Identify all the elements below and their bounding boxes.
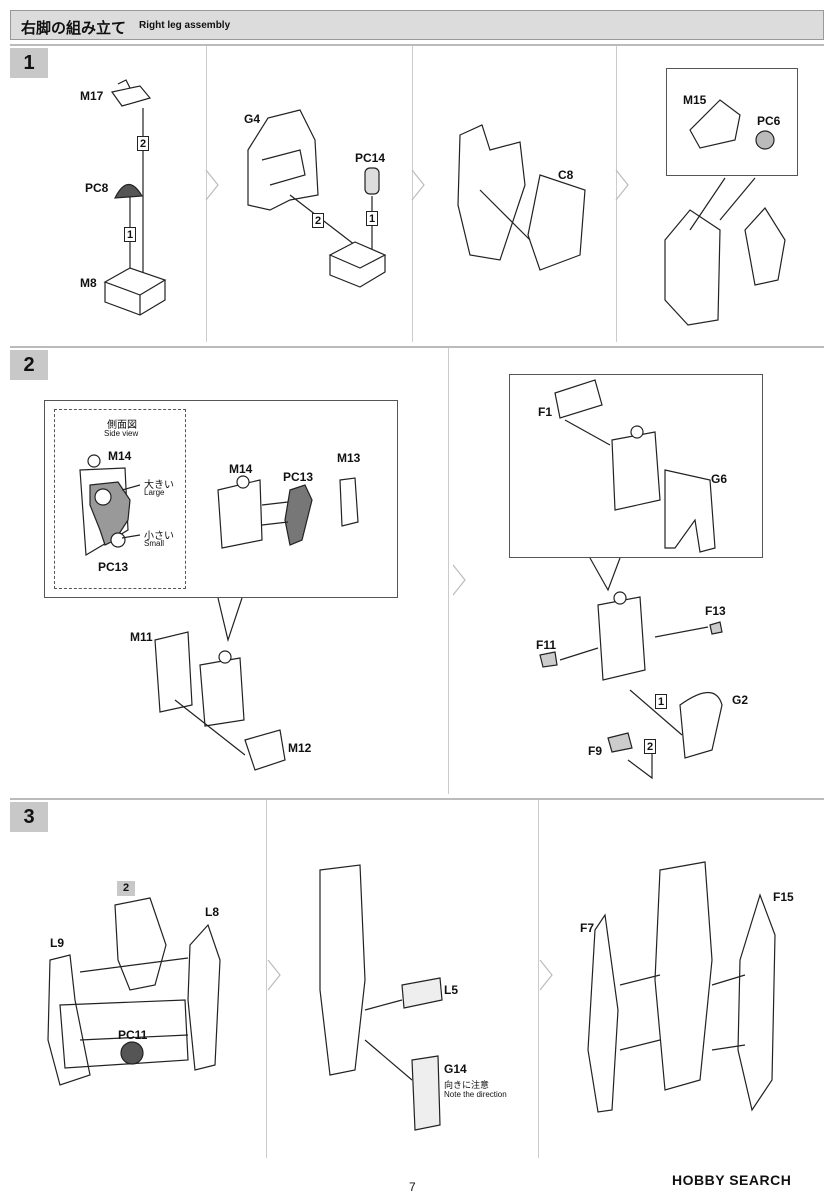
order-number: 1 xyxy=(366,211,378,226)
panel-divider xyxy=(538,800,539,1158)
part-label-pc14: PC14 xyxy=(355,151,386,165)
part-label-m17: M17 xyxy=(80,89,104,103)
direction-note-en: Note the direction xyxy=(444,1090,507,1099)
part-label-f11: F11 xyxy=(536,638,557,652)
detail-callout-box xyxy=(509,374,763,558)
watermark: HOBBY SEARCH xyxy=(672,1172,792,1188)
large-label-jp: 大きい xyxy=(144,480,174,491)
small-label-en: Small xyxy=(144,539,165,548)
part-label-g6: G6 xyxy=(711,472,728,486)
part-label-l8: L8 xyxy=(205,905,220,919)
panel-divider xyxy=(412,46,413,342)
part-label-pc11: PC11 xyxy=(118,1028,148,1042)
side-view-label-en: Side view xyxy=(104,429,139,438)
small-label-jp: 小さい xyxy=(144,531,174,542)
step-1-section: 1 xyxy=(10,44,824,346)
header-title-jp: 右脚の組み立て xyxy=(21,20,127,37)
panel-divider xyxy=(448,348,449,794)
part-label-l9: L9 xyxy=(50,936,65,950)
part-label-f7: F7 xyxy=(580,921,595,935)
part-label-m14: M14 xyxy=(108,449,132,463)
order-number: 1 xyxy=(655,694,667,709)
order-number: 2 xyxy=(312,213,324,228)
part-label-l5: L5 xyxy=(444,983,459,997)
part-label-f15: F15 xyxy=(773,890,794,904)
order-number: 2 xyxy=(644,739,656,754)
step-2-section: 2 xyxy=(10,346,824,798)
panel-divider xyxy=(616,46,617,342)
panel-divider xyxy=(206,46,207,342)
part-label-m15: M15 xyxy=(683,93,707,107)
part-label-pc8: PC8 xyxy=(85,181,109,195)
subassembly-badge: 2 xyxy=(117,881,135,896)
order-number: 2 xyxy=(137,136,149,151)
step-3-section: 3 xyxy=(10,798,824,1162)
side-view-label-jp: 側面図 xyxy=(107,420,137,431)
side-view-box xyxy=(54,409,186,589)
part-label-g4: G4 xyxy=(244,112,261,126)
part-label-pc6: PC6 xyxy=(757,114,781,128)
part-label-g2: G2 xyxy=(732,693,749,707)
part-label-f9: F9 xyxy=(588,744,603,758)
part-label-m14: M14 xyxy=(229,462,253,476)
direction-note-jp: 向きに注意 xyxy=(444,1080,490,1090)
detail-callout-box xyxy=(666,68,798,176)
order-number: 1 xyxy=(124,227,136,242)
part-label-m13: M13 xyxy=(337,451,361,465)
page-number: 7 xyxy=(409,1180,416,1194)
part-label-m12: M12 xyxy=(288,741,312,755)
part-label-pc13: PC13 xyxy=(98,560,129,574)
page-header: 右脚の組み立て Right leg assembly xyxy=(10,10,824,40)
part-label-f13: F13 xyxy=(705,604,726,618)
step-2-number: 2 xyxy=(10,350,48,380)
part-label-pc13: PC13 xyxy=(283,470,314,484)
step-1-number: 1 xyxy=(10,48,48,78)
large-label-en: Large xyxy=(144,488,165,497)
panel-divider xyxy=(266,800,267,1158)
part-label-m11: M11 xyxy=(130,630,153,644)
part-label-g14: G14 xyxy=(444,1062,467,1076)
part-label-m8: M8 xyxy=(80,276,97,290)
part-label-c8: C8 xyxy=(558,168,574,182)
header-title-en: Right leg assembly xyxy=(139,20,231,31)
detail-callout-box xyxy=(44,400,398,598)
step-3-number: 3 xyxy=(10,802,48,832)
part-label-f1: F1 xyxy=(538,405,553,419)
